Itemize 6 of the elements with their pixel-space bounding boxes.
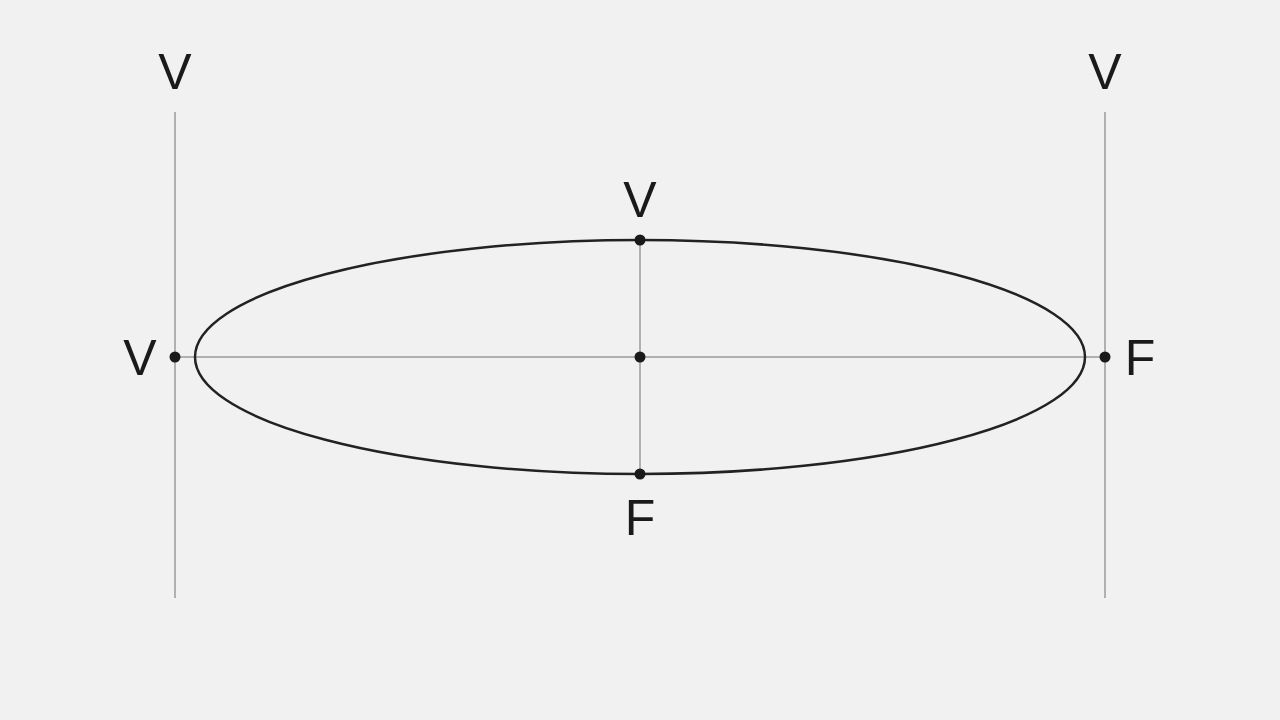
point-label: V (123, 333, 157, 383)
point-label: F (1124, 333, 1156, 383)
point-label: V (1088, 47, 1122, 97)
point-label: F (624, 493, 656, 543)
point-label: V (158, 47, 192, 97)
point-label: V (623, 175, 657, 225)
